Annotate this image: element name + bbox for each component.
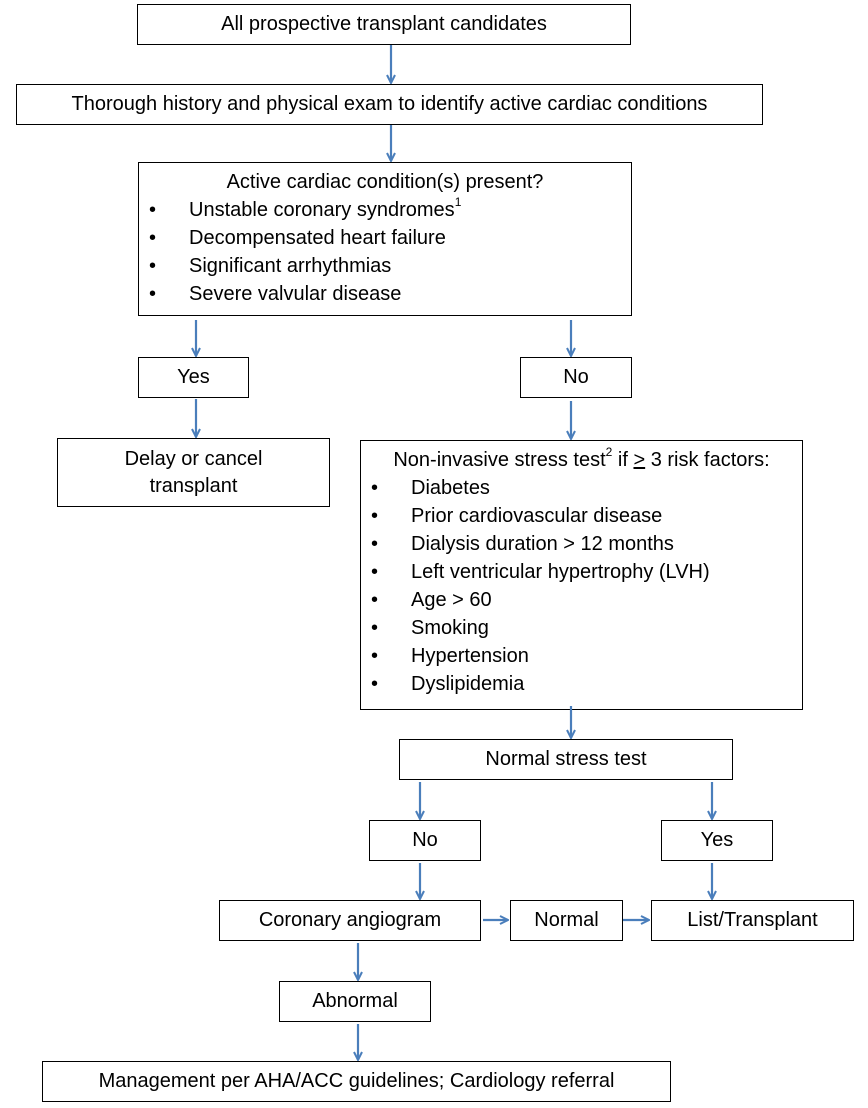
active-conditions-box: Active cardiac condition(s) present? Uns… bbox=[138, 162, 632, 316]
stress-test-box: Non-invasive stress test2 if > 3 risk fa… bbox=[360, 440, 803, 710]
list-transplant-box: List/Transplant bbox=[651, 900, 854, 941]
normal-stress-test-label: Normal stress test bbox=[485, 748, 647, 770]
no-box-1: No bbox=[520, 357, 632, 398]
management-box: Management per AHA/ACC guidelines; Cardi… bbox=[42, 1061, 671, 1102]
candidates-box: All prospective transplant candidates bbox=[137, 4, 631, 45]
active-condition-item: Decompensated heart failure bbox=[139, 224, 631, 252]
risk-factor-item: Left ventricular hypertrophy (LVH) bbox=[361, 558, 802, 586]
delay-label-line2: transplant bbox=[149, 474, 238, 497]
active-condition-item: Unstable coronary syndromes1 bbox=[139, 196, 631, 224]
risk-factor-item: Dyslipidemia bbox=[361, 670, 802, 698]
yes-box-2: Yes bbox=[661, 820, 773, 861]
risk-factors-list: Diabetes Prior cardiovascular disease Di… bbox=[361, 474, 802, 698]
delay-box: Delay or cancel transplant bbox=[57, 438, 330, 507]
yes-label-1: Yes bbox=[177, 366, 210, 388]
history-box: Thorough history and physical exam to id… bbox=[16, 84, 763, 125]
active-condition-item: Severe valvular disease bbox=[139, 280, 631, 308]
management-label: Management per AHA/ACC guidelines; Cardi… bbox=[98, 1070, 615, 1092]
risk-factor-item: Hypertension bbox=[361, 642, 802, 670]
footnote-1: 1 bbox=[454, 195, 462, 210]
normal-stress-test-box: Normal stress test bbox=[399, 739, 733, 780]
yes-label-2: Yes bbox=[700, 829, 734, 851]
active-condition-item: Significant arrhythmias bbox=[139, 252, 631, 280]
angiogram-box: Coronary angiogram bbox=[219, 900, 481, 941]
delay-label-line1: Delay or cancel bbox=[124, 447, 263, 470]
history-label: Thorough history and physical exam to id… bbox=[71, 93, 708, 115]
footnote-2: 2 bbox=[605, 445, 613, 460]
risk-factor-item: Smoking bbox=[361, 614, 802, 642]
angiogram-label: Coronary angiogram bbox=[258, 909, 442, 931]
normal-label: Normal bbox=[534, 909, 599, 931]
list-transplant-label: List/Transplant bbox=[687, 909, 818, 931]
candidates-label: All prospective transplant candidates bbox=[221, 13, 547, 35]
stress-test-title: Non-invasive stress test2 if > 3 risk fa… bbox=[393, 445, 770, 471]
active-conditions-title: Active cardiac condition(s) present? bbox=[226, 171, 544, 193]
risk-factor-item: Dialysis duration > 12 months bbox=[361, 530, 802, 558]
active-conditions-list: Unstable coronary syndromes1 Decompensat… bbox=[139, 196, 631, 308]
yes-box-1: Yes bbox=[138, 357, 249, 398]
no-box-2: No bbox=[369, 820, 481, 861]
no-label-2: No bbox=[412, 829, 438, 851]
no-label-1: No bbox=[563, 366, 589, 388]
abnormal-box: Abnormal bbox=[279, 981, 431, 1022]
risk-factor-item: Diabetes bbox=[361, 474, 802, 502]
risk-factor-item: Prior cardiovascular disease bbox=[361, 502, 802, 530]
abnormal-label: Abnormal bbox=[312, 990, 398, 1012]
risk-factor-item: Age > 60 bbox=[361, 586, 802, 614]
normal-box: Normal bbox=[510, 900, 623, 941]
